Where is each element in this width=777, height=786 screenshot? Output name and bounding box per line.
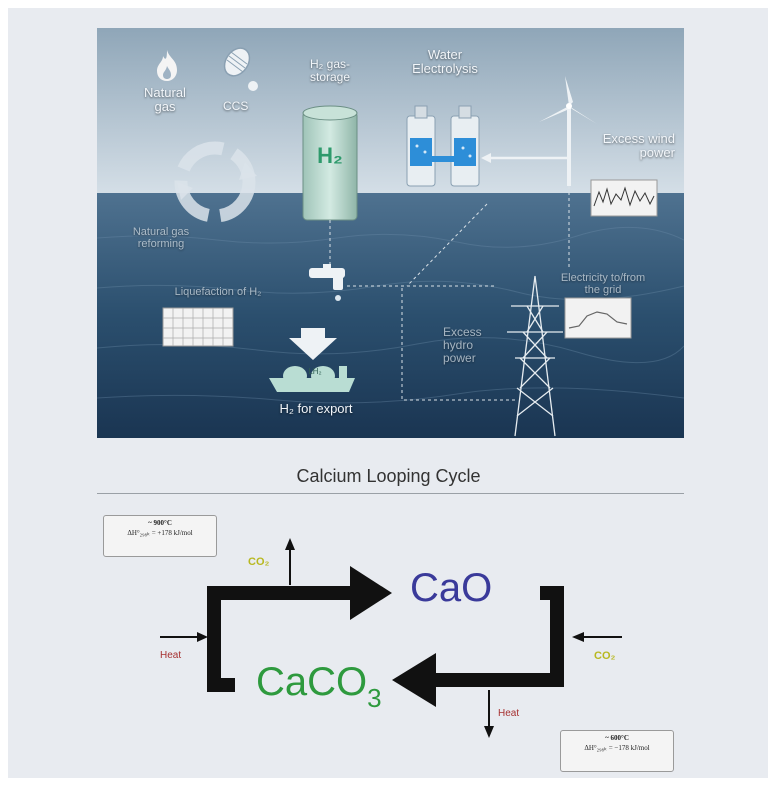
recycle-icon <box>174 141 257 223</box>
calcination-formula-box: ~ 900°C ΔH°₂₉₈ₖ = +178 kJ/mol <box>103 515 217 557</box>
calcination-enthalpy: ΔH°₂₉₈ₖ = +178 kJ/mol <box>127 528 193 537</box>
diagram-title: Calcium Looping Cycle <box>296 466 481 486</box>
excess-wind-label: Excess wind power <box>602 131 675 161</box>
carbonation-temperature: ~ 600°C <box>605 734 629 742</box>
down-arrow-icon <box>289 328 337 360</box>
grid-electricity-chart <box>564 297 632 339</box>
tap-icon <box>309 264 345 301</box>
ccs-label: CCS <box>223 99 249 113</box>
carbonation-formula-box: ~ 600°C ΔH°₂₉₈ₖ = −178 kJ/mol <box>560 730 674 772</box>
excess-hydro-label: Excess hydro power <box>443 325 482 366</box>
co2-right-label: CO₂ <box>594 650 616 662</box>
carbonation-path <box>432 586 564 687</box>
heat-left-label: Heat <box>160 650 182 661</box>
caco3-subscript: 3 <box>367 683 382 713</box>
natural-gas-label: Natural gas <box>144 85 186 115</box>
scene-background <box>97 28 684 438</box>
title-divider <box>97 493 684 494</box>
carbonation-enthalpy: ΔH°₂₉₈ₖ = −178 kJ/mol <box>584 743 650 752</box>
h2-storage-tank <box>302 105 358 221</box>
calcination-temperature: ~ 900°C <box>148 519 172 527</box>
liquefaction-chart <box>162 307 234 347</box>
power-pylon-icon <box>507 275 563 437</box>
calcination-path <box>207 586 354 692</box>
lh2-label: LH₂ <box>308 367 322 376</box>
heat-bottom-label: Heat <box>498 708 520 719</box>
lh2-ship-icon <box>269 366 355 392</box>
h2-export-label: H₂ for export <box>279 401 353 416</box>
h2-tank-symbol: H₂ <box>317 143 343 168</box>
h2-storage-label: H₂ gas-storage <box>309 57 351 85</box>
carbonation-arrowhead <box>392 653 436 707</box>
water-electrolysis-label: Water Electrolysis <box>412 47 478 77</box>
wind-turbine-icon <box>539 76 597 186</box>
caco3-main: CaCO <box>256 660 368 704</box>
calcination-arrowhead <box>350 566 392 620</box>
flame-icon <box>157 50 177 81</box>
wind-power-chart <box>590 179 658 217</box>
reforming-label: Natural gas reforming <box>132 226 190 251</box>
liquefaction-label: Liquefaction of H₂ <box>174 286 262 298</box>
ccs-icon <box>223 47 258 91</box>
flow-lines <box>329 186 570 401</box>
hydrogen-scene: Natural gas CCS H₂ gas-storage H₂ Water … <box>97 28 684 438</box>
cao-label: CaO <box>410 566 493 610</box>
caco3-label: CaCO3 <box>256 660 382 713</box>
co2-top-label: CO₂ <box>248 556 270 568</box>
electrolyzer-icon <box>406 105 480 187</box>
electricity-grid-label: Electricity to/from the grid <box>560 272 646 297</box>
